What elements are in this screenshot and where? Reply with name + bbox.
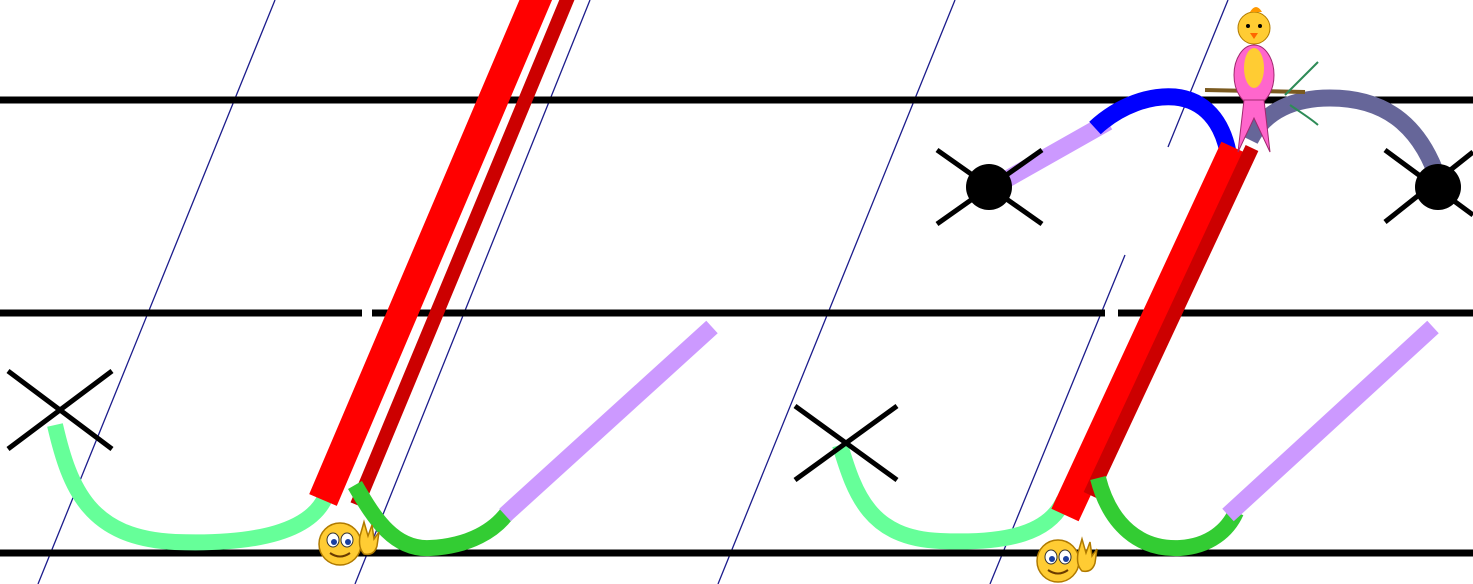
stem-shade-stroke	[350, 0, 575, 508]
arch-blue-stroke	[1089, 88, 1237, 154]
slant-guides	[37, 0, 1229, 584]
letter-one	[6, 0, 718, 566]
exit-hook-stroke	[348, 481, 515, 557]
exit-hook-stroke	[1090, 475, 1244, 557]
dot-icon	[1415, 164, 1461, 210]
bird-on-branch-icon	[1204, 7, 1319, 153]
waving-smiley-icon	[1036, 536, 1098, 583]
connector-stroke	[499, 320, 718, 522]
cross-icon	[793, 403, 899, 483]
stem-stroke	[1051, 141, 1249, 522]
waving-smiley-icon	[318, 519, 380, 566]
dot-icon	[966, 164, 1012, 210]
entry-hook-stroke	[832, 442, 1072, 550]
slant-guide-line	[354, 0, 591, 584]
entry-hook-stroke	[47, 423, 333, 551]
cross-icon	[6, 369, 114, 451]
stem-stroke	[309, 0, 553, 506]
slant-guide-line	[717, 0, 956, 584]
stem-shade-stroke	[1083, 145, 1259, 498]
lead-in-connector-stroke	[988, 114, 1113, 195]
connector-stroke	[1222, 320, 1439, 522]
slant-guide-line	[1167, 0, 1229, 148]
arch-slate-stroke	[1242, 89, 1449, 188]
letter-two	[793, 7, 1473, 583]
